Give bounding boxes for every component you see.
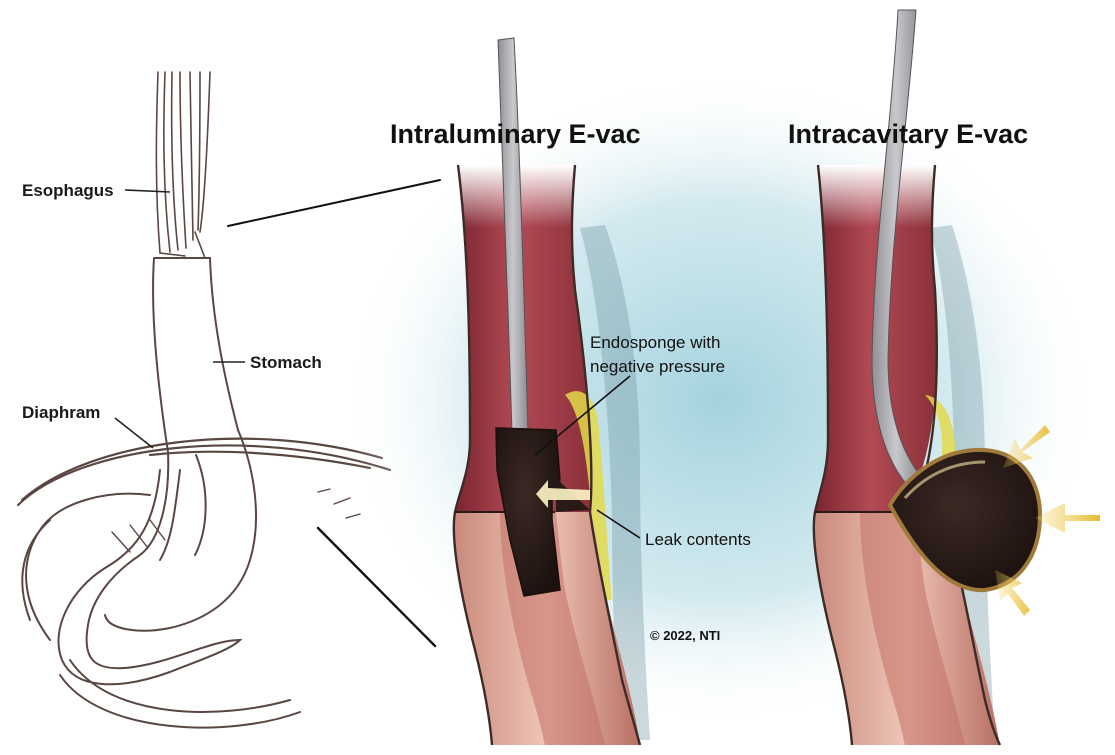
intracavitary-endosponge xyxy=(887,447,1043,593)
intracavitary-title: Intracavitary E-vac xyxy=(788,119,1028,149)
endosponge-label-line2: negative pressure xyxy=(590,357,725,376)
hatch-marks xyxy=(111,488,361,553)
intracavitary-panel xyxy=(812,9,1100,746)
esophagus-label: Esophagus xyxy=(22,181,114,200)
zoom-line-lower xyxy=(316,526,437,648)
anatomy-leaders xyxy=(114,189,245,449)
intracavitary-leak-zone xyxy=(925,395,956,470)
anatomy-line-drawing xyxy=(16,71,441,729)
diaphragm-label: Diaphram xyxy=(22,403,100,422)
leak-direction-arrow xyxy=(536,480,590,508)
intraluminary-endosponge xyxy=(495,427,561,597)
pressure-arrows xyxy=(995,425,1100,616)
intraluminary-leak-zone xyxy=(565,391,612,600)
stomach-drawing xyxy=(21,257,301,729)
copyright-notice: © 2022, NTI xyxy=(650,628,720,643)
endosponge-label-line1: Endosponge with xyxy=(590,333,720,352)
esophagus-drawing xyxy=(155,71,211,259)
leak-leader xyxy=(596,509,641,539)
stomach-label: Stomach xyxy=(250,353,322,372)
endosponge-leader xyxy=(534,375,631,456)
leak-contents-label: Leak contents xyxy=(645,530,751,549)
intraluminary-panel xyxy=(452,37,650,746)
diaphragm-drawing xyxy=(16,437,392,507)
zoom-line-upper xyxy=(227,179,441,227)
intraluminary-title: Intraluminary E-vac xyxy=(390,119,641,149)
